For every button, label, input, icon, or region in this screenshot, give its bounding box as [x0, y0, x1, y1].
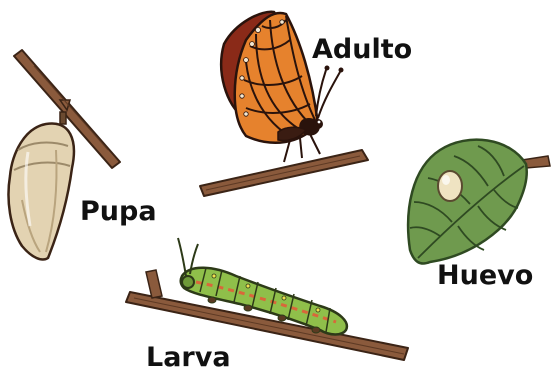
- chrysalis: [9, 112, 74, 260]
- adult-twig: [200, 150, 368, 196]
- label-adult: Adulto: [312, 36, 412, 63]
- pupa-illustration: [9, 50, 121, 260]
- label-pupa: Pupa: [80, 198, 157, 225]
- egg-illustration: [408, 140, 550, 264]
- egg: [438, 171, 462, 201]
- leaf: [408, 140, 550, 264]
- label-larva: Larva: [146, 344, 231, 371]
- label-egg: Huevo: [437, 262, 533, 289]
